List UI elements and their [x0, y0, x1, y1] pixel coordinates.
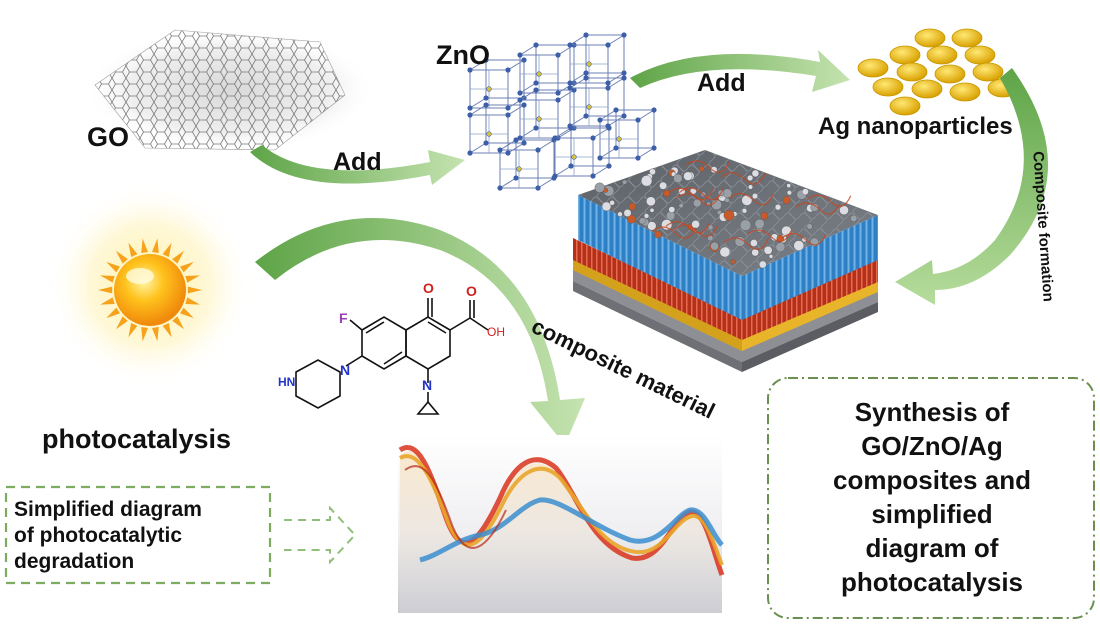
atom-o-acid: O: [466, 283, 477, 299]
arrow-composite-to-degradation: [255, 217, 585, 445]
label-add-left: Add: [333, 148, 382, 176]
summary-box-line: simplified: [871, 499, 993, 529]
arrow-go-to-zno: [250, 145, 465, 185]
atom-o-top: O: [423, 280, 434, 296]
composite-material-block-icon: [573, 150, 878, 372]
arrow-zno-to-ag: [630, 50, 850, 92]
simplified-diagram-text: Simplified diagram of photocatalytic degra…: [14, 497, 264, 575]
go-graphene-sheet-icon: [85, 28, 375, 152]
atom-f: F: [339, 310, 348, 326]
sun-icon: [48, 183, 252, 387]
ciprofloxacin-molecule-icon: [295, 298, 489, 415]
label-zno: ZnO: [436, 40, 490, 70]
simplified-box-line: degradation: [14, 550, 135, 573]
degradation-spectrum-image: [398, 435, 725, 613]
label-add-right: Add: [697, 69, 746, 97]
dashed-arrow-to-spectrum-icon: [284, 505, 357, 565]
summary-box-line: Synthesis of: [854, 397, 1010, 427]
ag-nanoparticles-icon: [857, 28, 1019, 116]
atom-oh: OH: [487, 325, 505, 339]
label-photocatalysis: photocatalysis: [42, 424, 232, 454]
summary-box-line: diagram of: [865, 533, 999, 563]
atom-hn: HN: [278, 375, 296, 389]
label-go: GO: [87, 122, 130, 152]
label-ag-nanoparticles: Ag nanoparticles: [818, 113, 1013, 140]
simplified-box-line: of photocatalytic: [14, 524, 183, 547]
atom-n-ring: N: [422, 377, 433, 393]
summary-text: Synthesis of GO/ZnO/Ag composites and simpl…: [776, 395, 1088, 599]
summary-box: [767, 377, 1095, 619]
arrow-ag-to-composite: [895, 68, 1049, 305]
zno-crystal-lattice-icon: [467, 32, 657, 191]
atom-n-piperazine: N: [340, 362, 351, 378]
summary-box-line: GO/ZnO/Ag: [861, 431, 1003, 461]
summary-box-line: composites and: [833, 465, 1031, 495]
simplified-box-line: Simplified diagram: [14, 498, 202, 521]
summary-box-line: photocatalysis: [840, 567, 1024, 597]
